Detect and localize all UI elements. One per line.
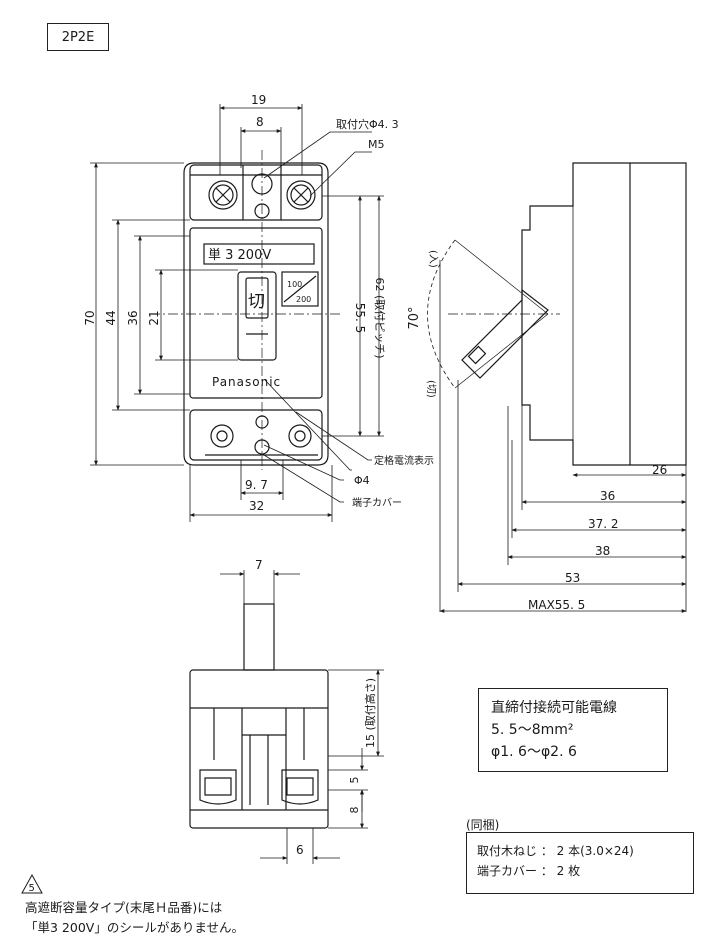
bottom-dimension-lines — [220, 570, 384, 864]
callout-phi4: Φ4 — [354, 474, 370, 487]
accessories-box: 取付木ねじ ： 2 本(3.0×24) 端子カバー ： 2 枚 — [466, 832, 694, 894]
front-view — [150, 150, 340, 470]
wire-spec-line1: 5. 5～8mm² — [491, 722, 574, 738]
dim-53: 53 — [565, 571, 580, 585]
dim-44: 44 — [104, 310, 118, 325]
off-mark: 切 — [248, 292, 265, 312]
dim-36: 36 — [126, 310, 140, 325]
dim-38: 38 — [595, 544, 610, 558]
note-text: 高遮断容量タイプ(末尾Ｈ品番)には 「単3 200V」のシールがありません。 — [25, 898, 244, 938]
dim-19: 19 — [251, 93, 266, 107]
volt-200: 200 — [296, 295, 311, 304]
callout-rated: 定格電流表示 — [374, 454, 434, 467]
bottom-terminal — [199, 769, 237, 805]
warning-icon: 5 — [21, 873, 43, 894]
dim-21: 21 — [147, 310, 161, 325]
side-dimension-lines — [439, 260, 687, 613]
handle — [237, 271, 277, 361]
dim-36-side: 36 — [600, 489, 615, 503]
side-angle: 70° — [407, 306, 422, 329]
bottom-view — [189, 603, 329, 829]
bottom-handle — [243, 603, 275, 671]
dim-5: 5 — [348, 777, 361, 784]
dim-15: 15 (取付高さ) — [363, 678, 377, 748]
bottom-terminal — [281, 769, 319, 805]
dim-8: 8 — [256, 115, 264, 129]
callout-m5: M5 — [368, 138, 385, 151]
accessories-label: (同梱) — [466, 818, 500, 832]
volt-selector — [281, 271, 319, 307]
rating-text: 単 3 200V — [208, 247, 271, 263]
volt-100: 100 — [287, 280, 302, 289]
side-view — [427, 162, 687, 466]
dim-55-5: 55. 5 — [353, 303, 367, 334]
dim-9-7: 9. 7 — [245, 478, 268, 492]
note-line2: 「単3 200V」のシールがありません。 — [25, 920, 244, 935]
side-on: (入) — [427, 250, 438, 268]
dim-62-pitch: 62 (取付ピッチ) — [373, 277, 386, 358]
dim-7: 7 — [255, 558, 263, 572]
callout-hole: 取付穴Φ4. 3 — [336, 117, 399, 131]
dim-32: 32 — [249, 499, 264, 513]
front-dimension-lines — [90, 104, 384, 522]
side-off: (切) — [425, 380, 437, 398]
terminal-screw — [208, 180, 238, 210]
dim-max: MAX55. 5 — [528, 598, 585, 612]
accessories-line2: 端子カバー ： 2 枚 — [477, 864, 581, 878]
body-outline — [183, 162, 329, 466]
dim-37-2: 37. 2 — [588, 517, 619, 531]
callout-cover: 端子カバー — [352, 496, 402, 509]
brand-text: Panasonic — [212, 375, 281, 389]
side-handle — [461, 288, 549, 379]
dim-8-bottom: 8 — [348, 807, 361, 814]
wire-spec-line2: φ1. 6～φ2. 6 — [491, 744, 577, 760]
wire-spec-box: 直締付接続可能電線 5. 5～8mm² φ1. 6～φ2. 6 — [478, 688, 668, 772]
note-line1: 高遮断容量タイプ(末尾Ｈ品番)には — [25, 900, 223, 915]
rating-label — [203, 243, 315, 265]
dim-26: 26 — [652, 463, 667, 477]
dim-70: 70 — [83, 310, 97, 325]
dim-6: 6 — [296, 843, 304, 857]
svg-text:5: 5 — [29, 883, 35, 894]
accessories-line1: 取付木ねじ ： 2 本(3.0×24) — [477, 844, 634, 858]
bottom-body — [189, 669, 329, 829]
model-number-box: 2P2E — [47, 23, 109, 51]
terminal-screw — [286, 180, 316, 210]
wire-spec-title: 直締付接続可能電線 — [491, 700, 617, 716]
